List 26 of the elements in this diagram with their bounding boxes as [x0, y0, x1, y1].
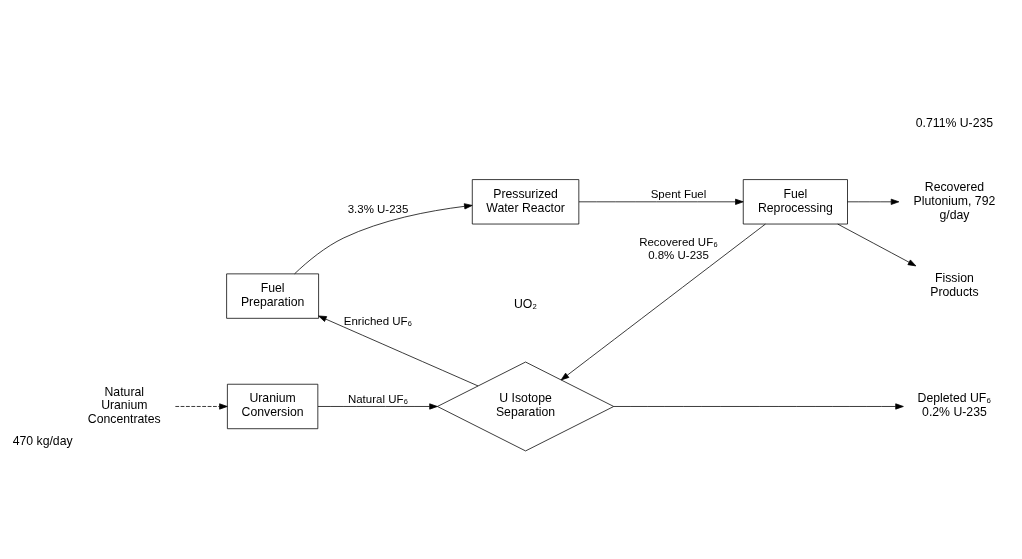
arrow	[560, 223, 766, 380]
node-text: Fission Products	[930, 270, 979, 299]
arrow	[175, 402, 228, 410]
arrow	[613, 402, 904, 410]
node-label: 470 kg/day	[12, 433, 73, 448]
edge-label: Enriched UF₆	[343, 314, 413, 327]
edge-label: Spent Fuel	[650, 187, 707, 200]
node-box: Uranium Conversion	[227, 383, 319, 429]
node-box: Fuel Preparation	[226, 273, 319, 319]
label: 0.711% U-235	[915, 115, 994, 130]
edge-label: Natural UF₆	[347, 392, 409, 405]
arrow	[837, 223, 917, 266]
edge-label: 3.3% U-235	[347, 202, 409, 215]
node-box: Fuel Reprocessing	[742, 178, 848, 224]
node-text: Natural Uranium Concentrates	[87, 384, 161, 426]
arrow	[317, 402, 438, 410]
node-text: Depleted UF₆ 0.2% U-235	[917, 390, 992, 419]
arrow	[294, 202, 473, 274]
arrow	[578, 198, 744, 205]
arrow	[318, 315, 479, 386]
arrow	[847, 198, 900, 205]
node-text: Recovered Plutonium, 792 g/day	[913, 179, 996, 222]
edge-label: Recovered UF₆ 0.8% U-235	[639, 235, 718, 261]
node-box: Pressurized Water Reactor	[471, 178, 580, 224]
label: UO₂	[513, 296, 538, 311]
node-diamond: U Isotope Separation	[437, 361, 615, 451]
